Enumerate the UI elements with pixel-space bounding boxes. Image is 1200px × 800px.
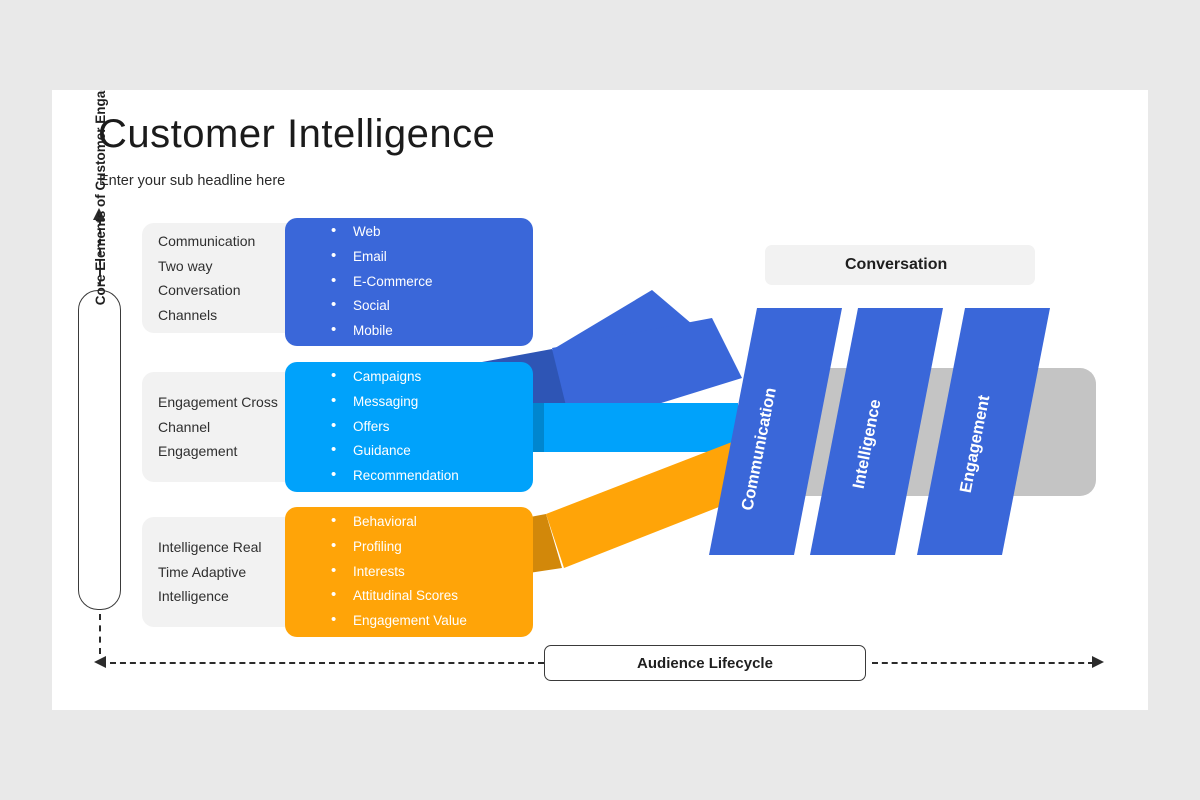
conversation-header-label: Conversation [845,256,948,273]
row-item: Email [331,244,533,270]
row-item: Behavioral [331,509,533,535]
vertical-axis-dash-bottom [98,614,101,654]
ribbon-blue-body [530,290,732,435]
vertical-axis-label-rotator: Core Elements of Customer Engagement [79,90,122,334]
row-description-line: Intelligence [158,588,229,605]
row-description-line: Time Adaptive [158,563,247,580]
horizontal-axis-dash-left [110,662,544,664]
page-title: Customer Intelligence [98,112,496,156]
conversation-header-pill: Conversation [765,245,1035,285]
stage-communication-label: Communication [738,386,779,512]
row-item: Guidance [331,438,533,464]
row-item: E-Commerce [331,269,533,295]
row-item: Campaigns [331,364,533,390]
vertical-axis-label-box: Core Elements of Customer Engagement [78,90,121,610]
row-description-line: Engagement [158,443,238,460]
row-items-communication[interactable]: Web Email E-Commerce Social Mobile [285,218,533,346]
vertical-axis-label: Core Elements of Customer Engagement [93,90,108,306]
row-item: Offers [331,414,533,440]
slide-canvas: Customer Intelligence Enter your sub hea… [52,90,1148,710]
row-item: Engagement Value [331,608,533,634]
row-description-line: Channels [158,306,218,323]
row-item: Attitudinal Scores [331,583,533,609]
horizontal-axis-dash-right [872,662,1094,664]
horizontal-axis-arrow-left-icon [94,656,106,668]
ribbon-blue-body-2 [552,318,742,430]
row-description-line: Channel [158,418,211,435]
row-items-engagement[interactable]: Campaigns Messaging Offers Guidance Reco… [285,362,533,492]
stage-track-bar [792,368,1096,496]
row-item: Profiling [331,534,533,560]
ribbon-orange-body [546,442,752,568]
row-description-line: Communication [158,233,256,249]
horizontal-axis-arrow-right-icon [1092,656,1104,668]
audience-lifecycle-label: Audience Lifecycle [637,654,773,672]
row-description-line: Two way [158,257,213,274]
row-description-line: Conversation [158,282,241,298]
vertical-axis-dash-top [98,218,101,286]
row-items-intelligence[interactable]: Behavioral Profiling Interests Attitudin… [285,507,533,637]
row-item: Web [331,219,533,245]
vertical-axis-arrow-icon [93,208,105,220]
row-item: Social [331,293,533,319]
ribbon-cyan-body [544,403,738,452]
row-description-line: Engagement Cross [158,394,278,411]
row-item: Interests [331,559,533,585]
row-item: Recommendation [331,463,533,489]
row-description-line: Intelligence Real [158,539,262,556]
audience-lifecycle-box: Audience Lifecycle [544,645,866,681]
row-item: Mobile [331,318,533,344]
row-item: Messaging [331,389,533,415]
page-subtitle: Enter your sub headline here [99,173,286,189]
